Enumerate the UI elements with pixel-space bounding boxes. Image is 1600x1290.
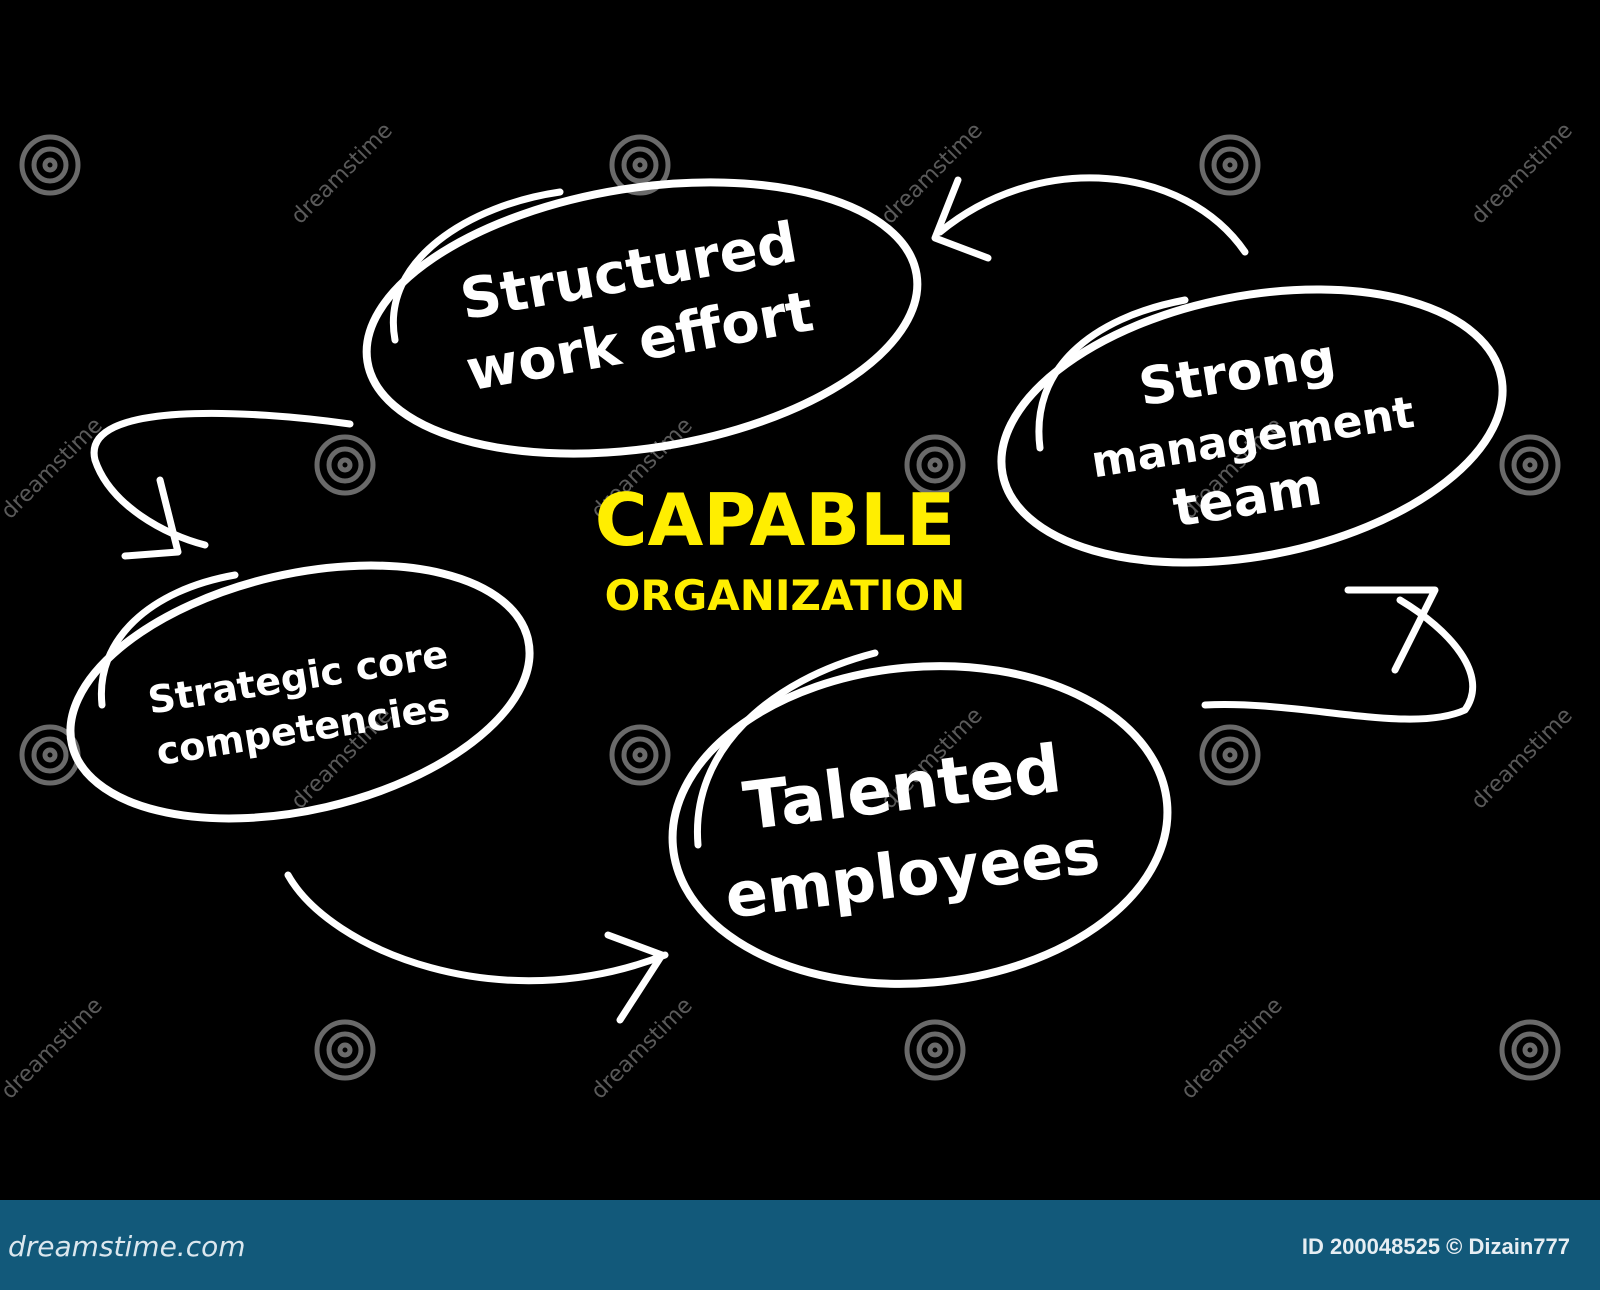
ellipse-structured bbox=[362, 178, 922, 458]
arrow-strong-to-structured bbox=[931, 174, 1249, 262]
watermark-spiral-icon bbox=[19, 134, 81, 196]
watermark-spiral-icon bbox=[904, 434, 966, 496]
mind-map-diagram: dreamstime dreamstime dreamstime dreamst… bbox=[0, 118, 1578, 1104]
watermark-text: dreamstime bbox=[1467, 118, 1578, 229]
watermark-spiral-icon bbox=[904, 1019, 966, 1081]
watermark-text: dreamstime bbox=[587, 993, 698, 1104]
arrow-strategic-to-talented bbox=[284, 871, 669, 1024]
watermark-spiral-icon bbox=[314, 434, 376, 496]
ellipse-talented bbox=[668, 649, 1172, 988]
arrow-structured-to-strategic bbox=[90, 409, 354, 560]
watermark-spiral-icon bbox=[314, 1019, 376, 1081]
watermark-spiral-icon bbox=[1199, 724, 1261, 786]
center-title-line1: CAPABLE bbox=[595, 478, 955, 562]
watermark-text: dreamstime bbox=[287, 118, 398, 229]
arrow-talented-to-strong bbox=[1201, 586, 1477, 723]
ellipse-strategic bbox=[66, 561, 534, 823]
watermark-spiral-icon bbox=[609, 134, 671, 196]
watermark-spiral-icon bbox=[1499, 1019, 1561, 1081]
watermark-spiral-icon bbox=[609, 724, 671, 786]
footer-bar: dreamstime.com ID 200048525 © Dizain777 bbox=[0, 1200, 1600, 1290]
watermark-text: dreamstime bbox=[0, 993, 108, 1104]
center-title-line2: ORGANIZATION bbox=[605, 571, 966, 620]
watermark-text: dreamstime bbox=[0, 413, 108, 524]
footer-image-id: ID 200048525 © Dizain777 bbox=[1301, 1234, 1570, 1259]
ellipse-strong bbox=[997, 285, 1507, 567]
footer-brand-logo[interactable]: dreamstime.com bbox=[8, 1230, 246, 1263]
watermark-text: dreamstime bbox=[1467, 703, 1578, 814]
watermark-spiral-icon bbox=[1499, 434, 1561, 496]
watermark-text: dreamstime bbox=[1177, 993, 1288, 1104]
watermark-spiral-icon bbox=[1199, 134, 1261, 196]
